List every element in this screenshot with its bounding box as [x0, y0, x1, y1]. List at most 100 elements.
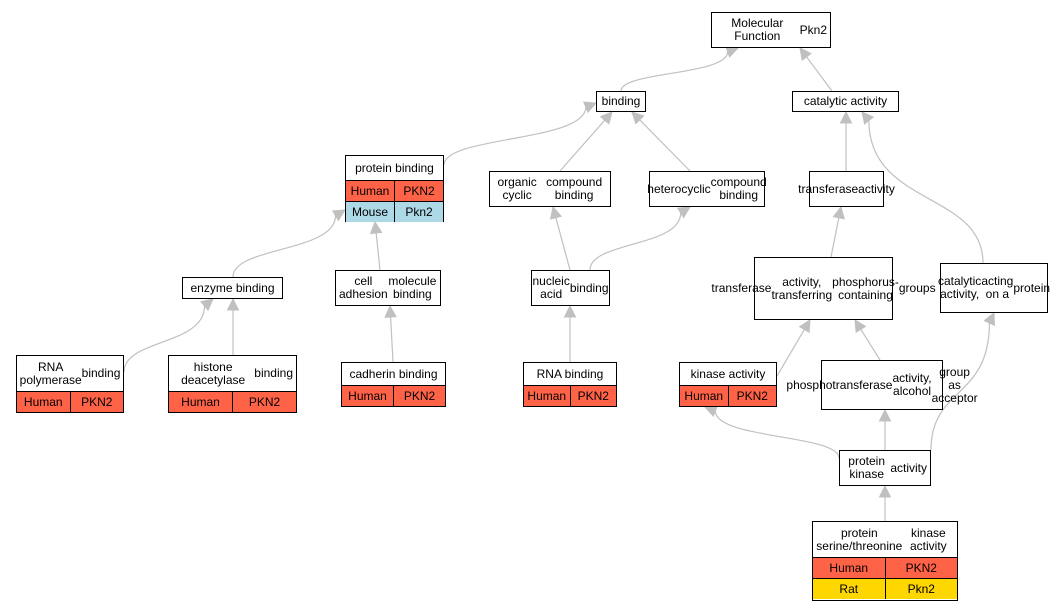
gene-cell: PKN2 — [393, 386, 445, 406]
species-cell: Human — [527, 389, 567, 403]
node-label-line: histone deacetylase — [181, 359, 246, 387]
node-label-line: catalytic activity — [803, 94, 888, 108]
node-label-line: activity — [858, 181, 895, 196]
go-term-node-binding[interactable]: binding — [596, 91, 646, 112]
gene-cell: Pkn2 — [884, 579, 958, 599]
species-cell: Human — [348, 389, 387, 403]
node-label: kinase activity — [680, 363, 776, 385]
gene-cell: PKN2 — [232, 392, 296, 412]
node-label-line: molecule binding — [388, 274, 437, 301]
gene-cell: PKN2 — [69, 392, 124, 412]
gene-row: Human PKN2 — [17, 391, 123, 412]
edge-cadherin-to-cell-adhesion — [389, 316, 394, 363]
gene-cell: PKN2 — [394, 181, 443, 201]
node-label: enzyme binding — [183, 278, 282, 298]
edge-arrowhead — [549, 205, 563, 220]
species-cell: Mouse — [351, 205, 389, 219]
gene-row: Human PKN2 — [342, 385, 445, 406]
go-term-node-catalytic[interactable]: catalytic activity — [792, 91, 899, 112]
edge-arrowhead — [631, 111, 645, 125]
node-label-line: organic cyclic — [497, 175, 537, 202]
node-label-line: group as acceptor — [931, 364, 978, 405]
node-label-line: binding — [81, 366, 121, 380]
edge-arrowhead — [983, 311, 995, 327]
node-label-line: kinase activity — [909, 525, 947, 553]
edge-rna-pol-to-enzyme-binding — [123, 305, 206, 373]
node-label-line: kinase activity — [690, 366, 766, 381]
species-cell: Human — [23, 395, 63, 409]
edge-arrowhead — [599, 111, 613, 125]
edge-arrowhead — [799, 47, 812, 61]
edge-arrowhead — [861, 111, 875, 125]
node-label-line: protein binding — [355, 160, 434, 175]
edge-arrowhead — [582, 101, 598, 114]
node-label: cadherin binding — [342, 363, 445, 385]
edge-arrowhead — [854, 319, 867, 334]
edge-nucleic-acid-to-organic-cyclic — [555, 217, 571, 271]
edge-transferase-phos-to-transferase — [830, 217, 840, 258]
edge-nucleic-acid-to-heterocyclic — [589, 212, 682, 271]
edge-arrowhead — [839, 110, 853, 124]
edge-arrowhead — [832, 205, 845, 220]
edge-organic-cyclic-to-binding — [559, 119, 606, 172]
edge-arrowhead — [384, 304, 397, 318]
node-label-line: RNA polymerase — [19, 359, 82, 387]
node-label-line: heterocyclic — [647, 181, 711, 196]
node-label-line: groups — [898, 281, 936, 295]
edge-arrowhead — [676, 206, 691, 219]
edge-phosphotransferase-to-transferase-phos — [860, 329, 881, 361]
go-term-node-enzyme-binding[interactable]: enzyme binding — [182, 277, 283, 299]
node-label: catalytic activity — [793, 92, 898, 111]
edge-arrowhead — [878, 484, 892, 498]
node-label-line: transferase — [711, 281, 772, 295]
node-label-line: activity, transferring — [771, 274, 833, 302]
edge-kinase-to-transferase-phos — [776, 329, 805, 377]
node-label-line: phosphotransferase — [786, 377, 893, 392]
node-label-line: compound binding — [710, 175, 767, 202]
node-label-line: transferase — [798, 181, 859, 196]
node-label-line: protein — [1013, 280, 1051, 295]
node-label-line: binding — [569, 280, 609, 295]
node-label-line: catalytic activity, — [937, 274, 982, 301]
node-label-line: activity, alcohol — [892, 371, 932, 398]
node-label-line: activity — [890, 460, 927, 475]
species-cell: Human — [829, 561, 869, 575]
edge-arrowhead — [563, 304, 577, 318]
node-label-line: RNA binding — [536, 366, 604, 381]
